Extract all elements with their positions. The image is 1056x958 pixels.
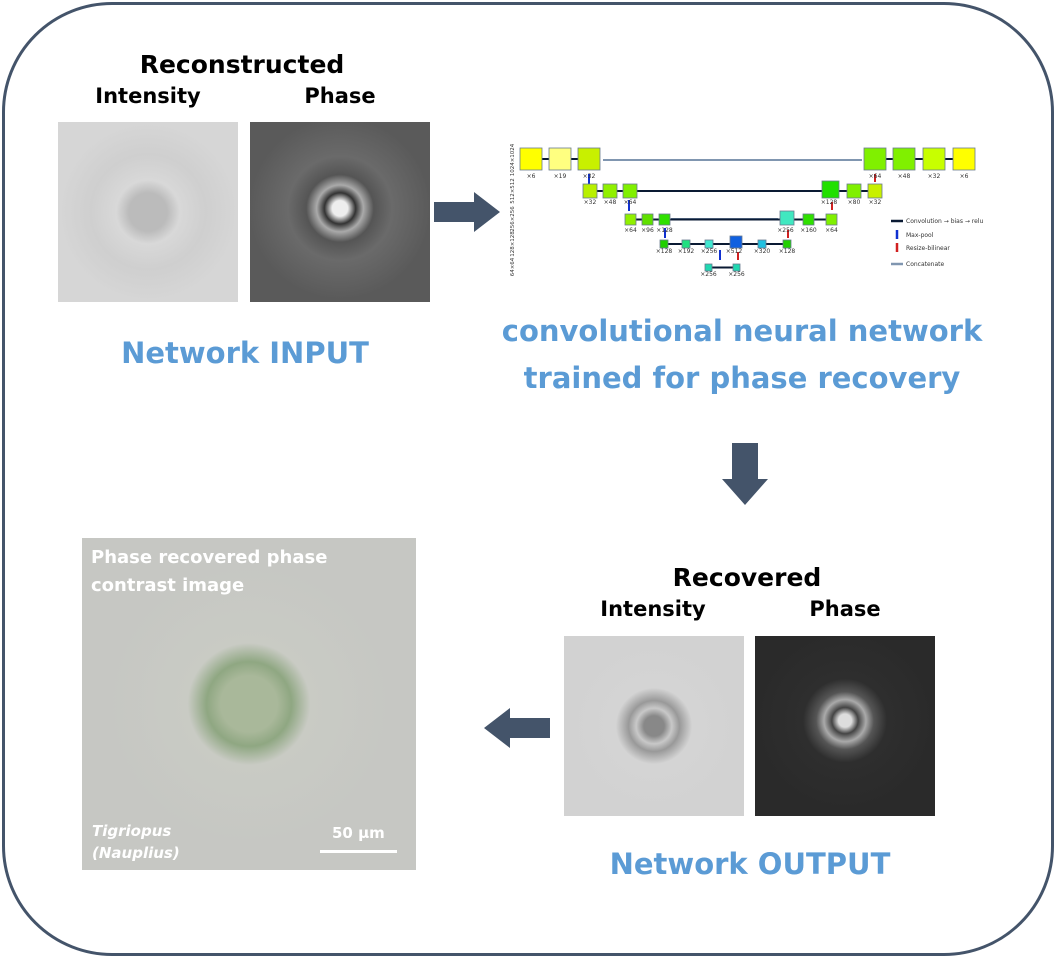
layer-channel-label: ×6	[960, 173, 969, 180]
input-intensity-label: Intensity	[95, 84, 201, 108]
input-title: Reconstructed	[139, 50, 345, 79]
layer-block	[641, 213, 654, 226]
resolution-label: 1024×1024	[510, 143, 516, 176]
layer-channel-label: ×160	[800, 227, 817, 234]
legend-label: Max-pool	[906, 232, 934, 239]
result-title: Phase recovered phase contrast image	[91, 544, 327, 600]
layer-block	[624, 213, 637, 226]
layer-channel-label: ×80	[848, 199, 861, 206]
layer-block	[952, 147, 976, 171]
layer-channel-label: ×128	[656, 248, 673, 255]
layer-channel-label: ×64	[624, 199, 637, 206]
layer-channel-label: ×128	[779, 248, 796, 255]
layer-channel-label: ×64	[869, 173, 882, 180]
layer-block	[846, 183, 862, 199]
phase-contrast-image: Phase recovered phase contrast image Tig…	[82, 538, 416, 870]
layer-block	[802, 213, 815, 226]
layer-block	[825, 213, 838, 226]
layer-block	[922, 147, 946, 171]
output-phase-label: Phase	[809, 597, 881, 621]
layer-block	[681, 239, 691, 249]
result-title-line1: Phase recovered phase	[91, 547, 328, 568]
scale-bar	[320, 850, 397, 853]
layer-block	[548, 147, 572, 171]
output-title: Recovered	[672, 563, 822, 592]
layer-block	[732, 263, 741, 272]
layer-block	[821, 180, 840, 199]
layer-channel-label: ×256	[701, 248, 718, 255]
layer-channel-label: ×19	[554, 173, 567, 180]
scale-bar-label: 50 µm	[332, 824, 385, 842]
output-phase-image	[755, 636, 935, 816]
layer-block	[729, 235, 743, 249]
layer-channel-label: ×64	[825, 227, 838, 234]
layer-channel-label: ×32	[928, 173, 941, 180]
input-phase-image	[250, 122, 430, 302]
layer-block	[577, 147, 601, 171]
layer-block	[622, 183, 638, 199]
left-arrow-icon	[484, 708, 550, 748]
layer-block	[867, 183, 883, 199]
result-title-line2: contrast image	[91, 575, 245, 596]
input-intensity-image	[58, 122, 238, 302]
layer-channel-label: ×48	[604, 199, 617, 206]
down-arrow-icon	[722, 443, 768, 505]
species-name: Tigriopus	[92, 822, 172, 840]
layer-channel-label: ×64	[624, 227, 637, 234]
resolution-label: 128×128	[510, 231, 516, 257]
layer-block	[658, 213, 671, 226]
layer-channel-label: ×6	[527, 173, 536, 180]
output-intensity-image	[564, 636, 744, 816]
layer-channel-label: ×96	[641, 227, 654, 234]
species-stage: (Nauplius)	[92, 844, 180, 862]
layer-block	[782, 239, 792, 249]
layer-block	[704, 239, 714, 249]
layer-block	[582, 183, 598, 199]
layer-channel-label: ×256	[700, 271, 717, 278]
layer-block	[704, 263, 713, 272]
right-arrow-icon	[434, 192, 500, 232]
layer-channel-label: ×512	[726, 248, 743, 255]
network-caption-line1: convolutional neural network	[501, 314, 983, 348]
legend-label: Concatenate	[906, 261, 945, 268]
input-phase-label: Phase	[304, 84, 376, 108]
output-intensity-label: Intensity	[600, 597, 706, 621]
layer-block	[779, 210, 795, 226]
species-label: Tigriopus (Nauplius)	[92, 820, 180, 864]
legend-label: Resize-bilinear	[906, 245, 950, 252]
layer-channel-label: ×192	[678, 248, 695, 255]
output-caption: Network OUTPUT	[609, 847, 891, 881]
layer-block	[863, 147, 887, 171]
legend-label: Convolution → bias → relu	[906, 218, 984, 225]
layer-channel-label: ×256	[777, 227, 794, 234]
resolution-label: 256×256	[510, 206, 516, 232]
layer-block	[892, 147, 916, 171]
layer-block	[602, 183, 618, 199]
network-caption-line2: trained for phase recovery	[523, 361, 961, 395]
input-caption: Network INPUT	[121, 336, 369, 370]
layer-channel-label: ×48	[898, 173, 911, 180]
layer-block	[757, 239, 767, 249]
layer-channel-label: ×32	[584, 199, 597, 206]
resolution-label: 512×512	[510, 178, 516, 204]
layer-channel-label: ×128	[821, 199, 838, 206]
layer-channel-label: ×32	[869, 199, 882, 206]
layer-channel-label: ×256	[728, 271, 745, 278]
layer-channel-label: ×320	[754, 248, 771, 255]
layer-channel-label: ×128	[656, 227, 673, 234]
layer-block	[659, 239, 669, 249]
layer-block	[519, 147, 543, 171]
layer-channel-label: ×32	[583, 173, 596, 180]
resolution-label: 64×64	[510, 257, 516, 276]
